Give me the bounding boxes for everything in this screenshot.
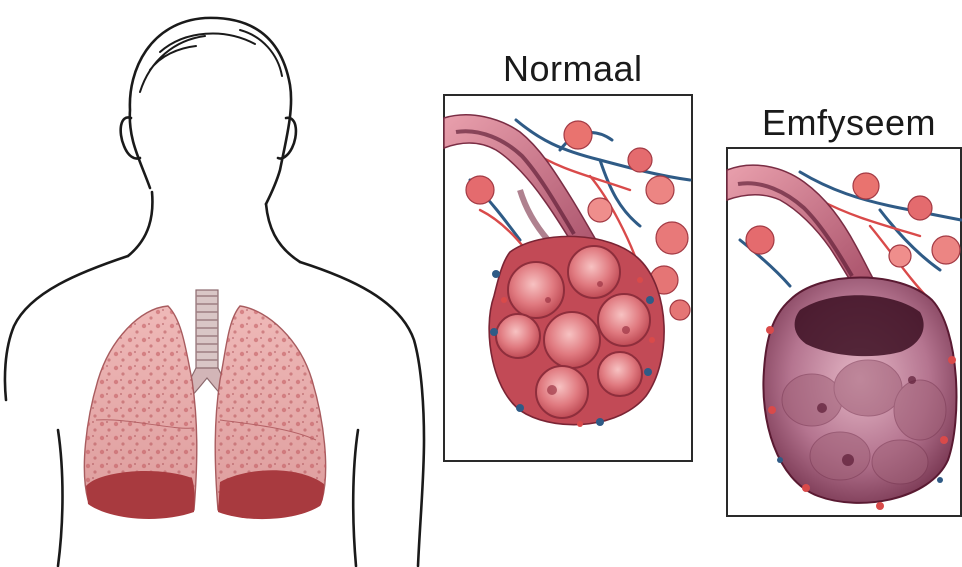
emph-alveolar-sac — [763, 278, 956, 511]
left-torso — [58, 430, 63, 566]
normal-alveolar-sac — [489, 236, 664, 427]
right-lung — [215, 306, 325, 519]
neck-left — [128, 192, 152, 256]
hair-lines — [140, 30, 282, 92]
emphysema-panel — [727, 148, 961, 516]
right-torso — [353, 430, 358, 566]
emphysema-panel-title: Emfyseem — [762, 102, 936, 144]
normal-panel — [444, 95, 692, 461]
normal-panel-title: Normaal — [503, 48, 643, 90]
neck-right — [266, 204, 300, 262]
left-lung — [84, 306, 196, 519]
